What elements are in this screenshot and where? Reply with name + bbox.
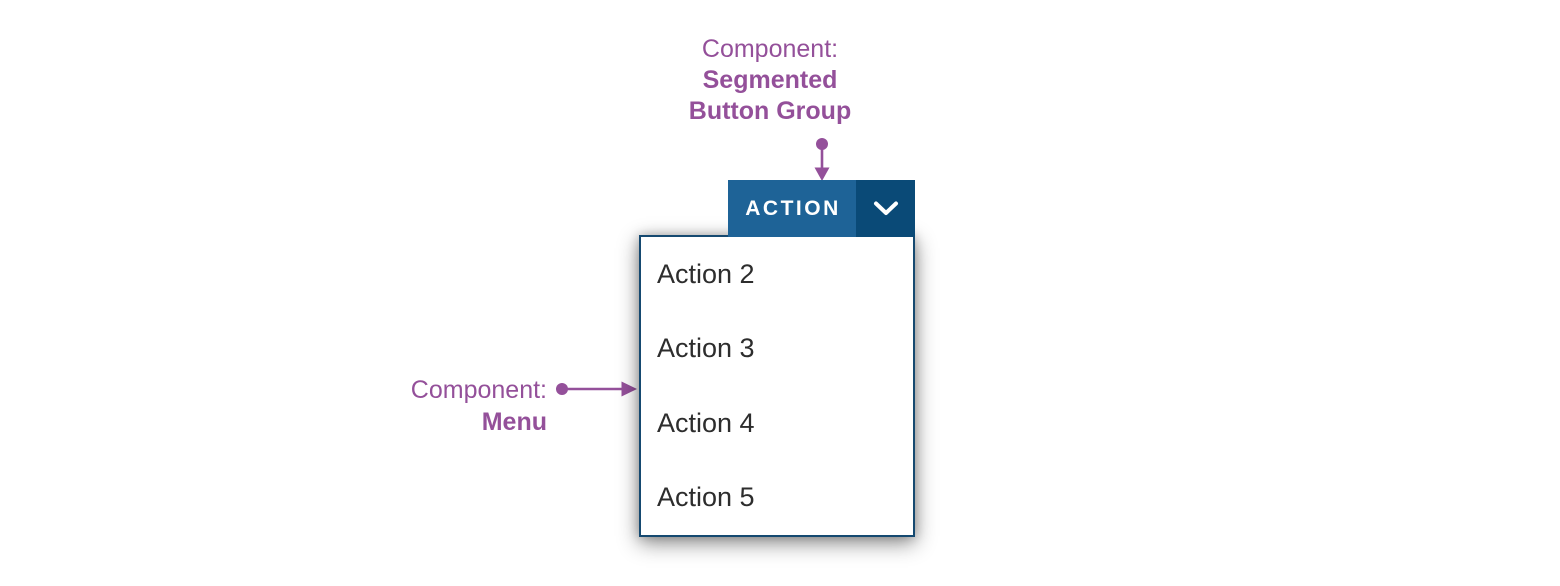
action-button[interactable]: ACTION — [728, 180, 856, 237]
annotation-segmented-button-group: Component: Segmented Button Group — [620, 34, 920, 127]
annotation-top-line-1: Component: — [701, 35, 839, 63]
arrow-right-connector — [556, 381, 637, 397]
menu-item-action-4[interactable]: Action 4 — [657, 407, 755, 438]
action-button-label: ACTION — [745, 196, 841, 220]
annotation-left-line-1: Component: — [410, 376, 547, 404]
menu-item-action-3[interactable]: Action 3 — [657, 333, 755, 364]
menu-item-action-5[interactable]: Action 5 — [657, 482, 755, 513]
menu-item-action-2[interactable]: Action 2 — [657, 258, 755, 289]
annotation-left-line-2: Menu — [481, 408, 547, 436]
arrow-down-connector — [814, 138, 830, 181]
annotation-top-line-2: Segmented — [702, 66, 838, 94]
dropdown-toggle-button[interactable] — [856, 180, 915, 237]
chevron-down-icon — [873, 201, 898, 215]
dropdown-menu: Action 2 Action 3 Action 4 Action 5 — [639, 235, 915, 537]
annotation-top-line-3: Button Group — [688, 97, 852, 125]
segmented-button-group: ACTION — [728, 180, 915, 237]
annotation-menu: Component: Menu — [247, 374, 547, 438]
